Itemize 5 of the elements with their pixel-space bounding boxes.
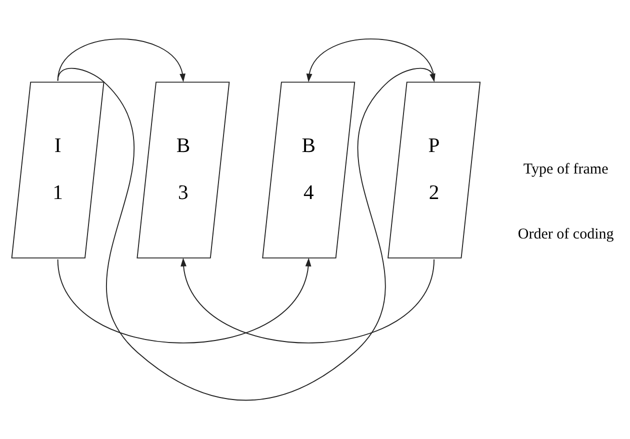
arrow: [57, 38, 186, 82]
arrow: [57, 258, 312, 344]
label: Type of frame: [523, 162, 608, 178]
label: Order of coding: [518, 226, 614, 242]
arrow: [180, 258, 435, 344]
